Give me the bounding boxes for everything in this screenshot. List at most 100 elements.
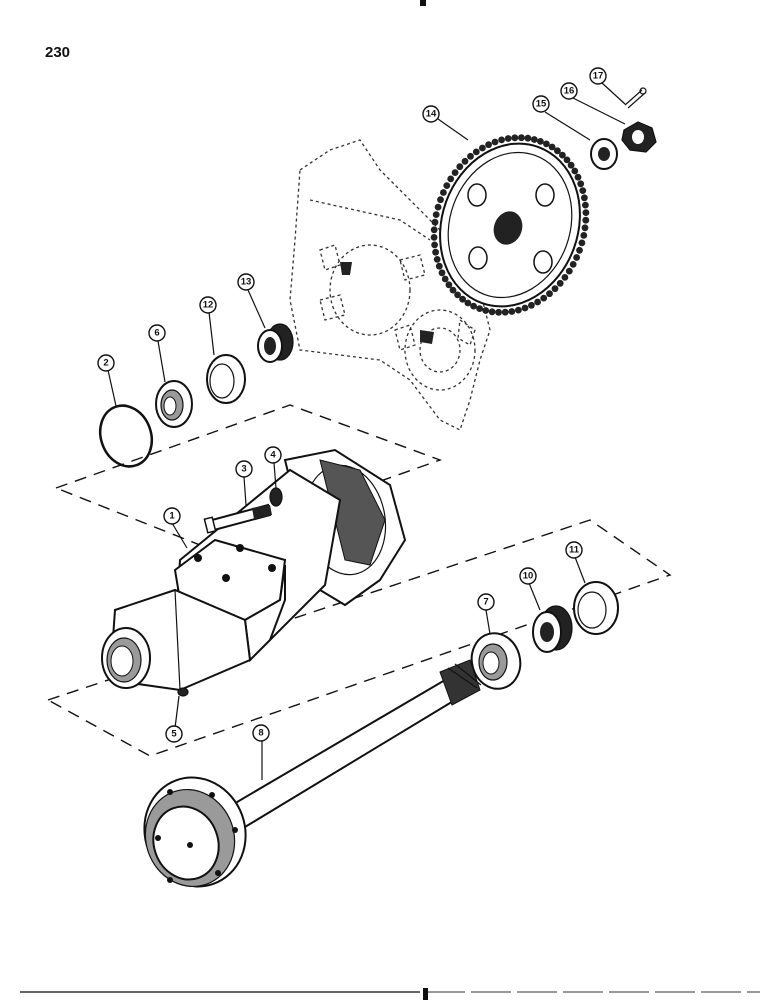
gear-tooth (571, 167, 579, 175)
callout-12: 12 (199, 296, 217, 314)
gear-tooth (437, 196, 444, 204)
gear-tooth (432, 211, 440, 219)
gear-tooth (476, 305, 483, 312)
axle-housing-1 (101, 448, 407, 692)
gear-tooth (464, 299, 472, 307)
seal-6 (155, 380, 193, 428)
svg-text:8: 8 (258, 728, 263, 739)
gear-tooth (559, 151, 566, 159)
gear-tooth (561, 274, 569, 281)
callout-6: 6 (148, 324, 166, 342)
bottom-rule (20, 988, 760, 1000)
callout-3: 3 (235, 460, 253, 478)
svg-text:11: 11 (569, 545, 580, 556)
gear-tooth (574, 173, 582, 181)
gear-tooth (467, 152, 474, 160)
callout-4: 4 (264, 446, 282, 464)
svg-text:1: 1 (169, 511, 175, 522)
svg-text:2: 2 (103, 358, 108, 369)
gear-tooth (508, 308, 516, 315)
callout-7: 7 (477, 593, 495, 611)
gear-tooth (524, 134, 532, 142)
callout-11: 11 (565, 541, 583, 559)
gear-tooth (581, 194, 588, 202)
gear-14 (430, 134, 590, 316)
gear-tooth (554, 147, 561, 155)
svg-text:12: 12 (203, 300, 214, 311)
gear-tooth (491, 138, 499, 146)
gear-tooth (521, 304, 529, 312)
svg-text:15: 15 (536, 99, 547, 110)
gear-tooth (445, 281, 453, 289)
seal-7 (470, 632, 522, 690)
gear-tooth (451, 169, 459, 177)
gear-tooth (435, 262, 443, 270)
gear-tooth (430, 234, 438, 241)
gear-tooth (440, 189, 447, 196)
svg-text:10: 10 (523, 571, 534, 582)
gear-tooth (447, 175, 455, 183)
gear-tooth (537, 138, 544, 145)
gear-tooth (431, 241, 438, 249)
gear-tooth (449, 286, 457, 294)
assembly-boundary-lower (46, 519, 672, 757)
callout-17: 17 (589, 67, 607, 85)
assembly-boundary-upper (54, 404, 443, 546)
gear-tooth (563, 156, 571, 164)
gear-tooth (495, 308, 502, 316)
svg-text:7: 7 (483, 597, 488, 608)
o-ring-2 (98, 404, 154, 468)
cotter-pin-17 (624, 87, 647, 109)
gear-tooth (501, 308, 509, 316)
callout-13: 13 (237, 273, 255, 291)
bearing-10 (532, 605, 573, 653)
gear-tooth (482, 307, 490, 314)
gear-tooth (511, 134, 519, 142)
gear-tooth (578, 239, 586, 247)
svg-text:3: 3 (241, 464, 246, 475)
top-edge-mark (420, 0, 426, 6)
gear-tooth (565, 267, 573, 275)
axle-shaft-8 (143, 659, 482, 888)
gear-tooth (540, 294, 548, 302)
castle-nut-16 (621, 121, 657, 153)
gear-tooth (581, 224, 589, 232)
plug-5 (177, 687, 189, 697)
svg-text:13: 13 (241, 277, 252, 288)
gear-tooth (430, 226, 438, 234)
callout-10: 10 (519, 567, 537, 585)
gear-tooth (548, 143, 556, 151)
bearing-cup-11 (573, 581, 619, 635)
callout-5: 5 (165, 725, 183, 743)
gear-tooth (580, 232, 588, 239)
gear-tooth (551, 285, 559, 293)
leader-lines (107, 82, 626, 780)
gear-tooth (573, 254, 580, 261)
svg-text:6: 6 (154, 328, 159, 339)
gear-tooth (569, 261, 577, 268)
gear-tooth (461, 157, 469, 165)
housing-outline-ghost (289, 139, 491, 431)
gear-tooth (577, 180, 585, 188)
callout-14: 14 (422, 105, 440, 123)
gear-tooth (433, 256, 441, 263)
callout-2: 2 (97, 354, 115, 372)
page-number: 230 (45, 44, 71, 61)
gear-tooth (579, 187, 587, 195)
callout-1: 1 (163, 507, 181, 525)
gear-tooth (576, 246, 583, 254)
gear-tooth (534, 298, 541, 306)
gear-tooth (504, 135, 512, 142)
gear-tooth (518, 134, 525, 142)
svg-text:17: 17 (593, 71, 604, 82)
gear-tooth (431, 218, 439, 226)
gear-tooth (546, 290, 553, 298)
svg-text:4: 4 (270, 450, 276, 461)
gear-tooth (556, 279, 564, 287)
callout-16: 16 (560, 82, 578, 100)
svg-text:5: 5 (171, 729, 177, 740)
gear-tooth (530, 136, 538, 143)
gear-tooth (485, 141, 492, 149)
gear-tooth (438, 269, 446, 277)
